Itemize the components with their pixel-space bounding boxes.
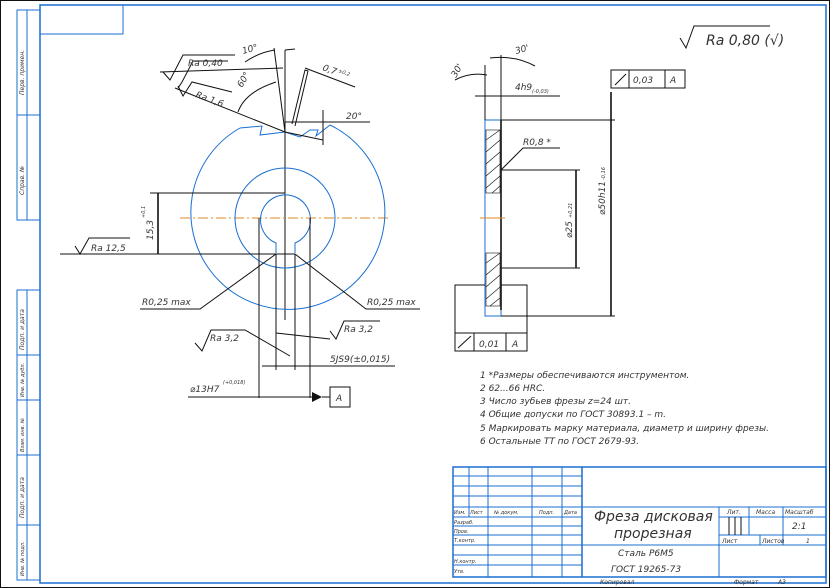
format-value: А3 — [777, 579, 786, 586]
thickness-dim: 4h9 — [515, 83, 532, 93]
roughness-ra32-right: Ra 3,2 — [344, 325, 373, 335]
note: 3 Число зубьев фрезы z=24 шт. — [480, 397, 631, 407]
scale-value: 2:1 — [792, 522, 806, 532]
note: 6 Остальные ТТ по ГОСТ 2679-93. — [480, 437, 639, 447]
strip-label: Инв. № подл. — [20, 542, 26, 577]
copied-label: Копировал — [600, 579, 634, 586]
datum-triangle — [312, 392, 322, 402]
part-title: Фреза дисковая — [594, 509, 713, 525]
roughness-ra16: Ra 1,6 — [194, 90, 225, 109]
material-standard: ГОСТ 19265-73 — [611, 565, 681, 575]
side-strip: Перв. примен. Справ. № Подп. и дата Инв.… — [16, 9, 41, 581]
radius-08-label: R0,8 * — [523, 138, 551, 148]
dia-50-tol: -0,16 — [601, 167, 607, 180]
roughness-ra040: Ra 0,40 — [188, 59, 223, 69]
roughness-label: Ra 0,80 (√) — [706, 33, 784, 49]
strip-label: Взам. инв. № — [20, 418, 26, 452]
hatch-lower — [485, 252, 501, 307]
runout-frame-bottom: 0,01 A — [454, 284, 528, 352]
strip-label: Инв. № дубл. — [20, 363, 26, 397]
role: Разраб. — [454, 520, 474, 526]
header-list: Лист — [469, 510, 484, 516]
front-view: Ra 0,40 Ra 1,6 10° 60° 0,7 ±0,2 20° 15,3… — [60, 43, 420, 408]
sheets-count: 1 — [806, 538, 810, 545]
header-sign: Подп. — [539, 510, 554, 516]
side-view: 30' 30' 4h9 (-0,03) R0,8 * ⌀25 +0,21 — [450, 44, 686, 352]
radius-left-label: R0,25 max — [142, 298, 191, 308]
role: Т.контр. — [454, 538, 476, 544]
roughness-ra32-left: Ra 3,2 — [210, 334, 239, 344]
hatch-upper — [485, 129, 501, 194]
mass-label: Масса — [756, 509, 775, 516]
sheet-label: Лист — [721, 538, 738, 545]
runout-bottom-datum: A — [511, 340, 518, 350]
title-block: Изм. Лист № докум. Подп. Дата Разраб. Пр… — [452, 466, 827, 586]
runout-top-value: 0,03 — [633, 76, 653, 86]
radius-right-label: R0,25 max — [367, 298, 416, 308]
top-left-box — [40, 5, 124, 35]
drawing-frame — [39, 4, 827, 584]
scale-label: Масштаб — [785, 509, 814, 516]
sheets-label: Листов — [761, 538, 785, 545]
dia-50-dim: ⌀50h11 — [598, 181, 608, 215]
datum-box — [329, 386, 351, 408]
dim-153-tol: +0,1 — [141, 206, 147, 218]
dia-25-dim: ⌀25 — [565, 221, 575, 238]
technical-notes: 1 *Размеры обеспечиваются инструментом. … — [480, 371, 769, 447]
keyway-dim: 5JS9(±0,015) — [330, 355, 390, 365]
note: 1 *Размеры обеспечиваются инструментом. — [480, 371, 689, 381]
strip-label: Подп. и дата — [19, 309, 26, 350]
bore-tol: (+0,018) — [223, 380, 245, 386]
roughness-ra125: Ra 12,5 — [91, 244, 126, 254]
runout-top-datum: A — [669, 76, 676, 86]
format-label: Формат — [734, 579, 759, 586]
bore-dim: ⌀13H7 — [190, 385, 220, 395]
part-title-2: прорезная — [614, 526, 692, 542]
datum-label: A — [335, 394, 342, 404]
role: Утв. — [454, 569, 465, 575]
dim-07: 0,7 — [321, 63, 338, 77]
lit-label: Лит. — [726, 509, 741, 516]
strip-label: Справ. № — [19, 166, 26, 195]
thickness-tol: (-0,03) — [532, 89, 549, 95]
runout-bottom-value: 0,01 — [479, 340, 499, 350]
dim-07-tol: ±0,2 — [337, 68, 350, 78]
header-doc: № докум. — [493, 510, 519, 516]
role: Н.контр. — [454, 559, 476, 565]
angle-60: 60° — [236, 71, 253, 90]
dim-153: 15,3 — [146, 220, 156, 240]
note: 4 Общие допуски по ГОСТ 30893.1 – m. — [480, 410, 666, 420]
runout-frame-top: 0,03 A — [610, 69, 686, 89]
strip-label: Подп. и дата — [19, 477, 26, 518]
general-roughness: Ra 0,80 (√) — [679, 25, 784, 50]
header-izm: Изм. — [454, 510, 466, 516]
header-date: Дата — [563, 510, 577, 516]
material: Сталь Р6М5 — [618, 549, 674, 559]
note: 5 Маркировать марку материала, диаметр и… — [480, 424, 769, 434]
strip-label: Перв. примен. — [19, 50, 26, 95]
angle-20: 20° — [346, 112, 362, 122]
angle-30-right: 30' — [514, 44, 530, 57]
note: 2 62...66 HRC. — [480, 384, 545, 394]
angle-10: 10° — [241, 43, 259, 57]
role: Пров. — [454, 529, 469, 535]
dia-25-tol: +0,21 — [568, 203, 574, 218]
